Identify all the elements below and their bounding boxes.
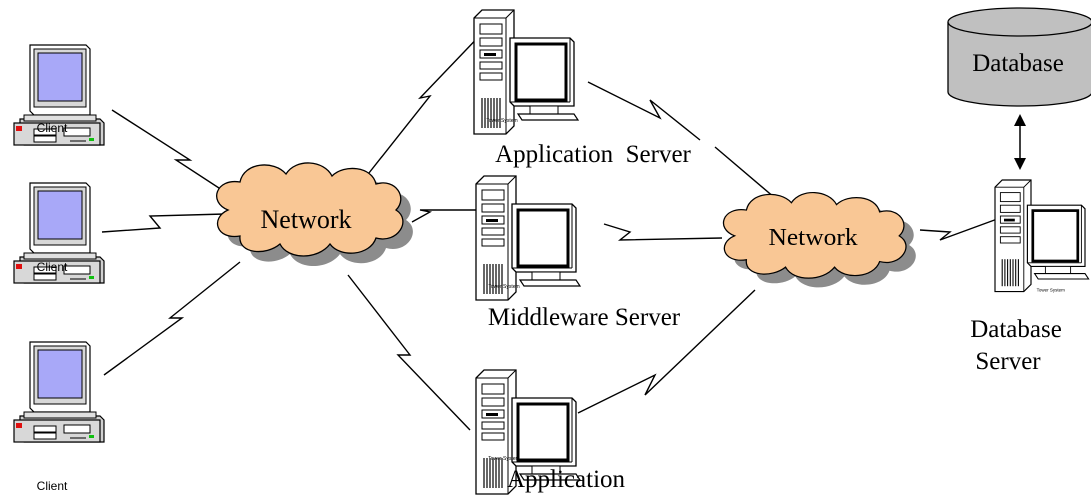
link-network1-middleware [411, 209, 487, 223]
application-server-label: Application Server [495, 141, 691, 168]
network-1-label: Network [261, 205, 352, 234]
client-3 [13, 341, 105, 443]
link-network2-dbserver [919, 217, 1001, 241]
client-3-label: Client [37, 479, 68, 493]
link-network1-app2 [347, 274, 471, 431]
database-server: Tower System [993, 178, 1090, 293]
network-2-label: Network [768, 225, 858, 251]
link-network1-appserver [364, 27, 488, 179]
tower-caption: Tower System [486, 118, 517, 124]
application-bottom-server: Tower System [474, 368, 582, 496]
link-client3-network1 [103, 261, 241, 376]
client-1-label: Client [37, 121, 68, 135]
middleware-server: Tower System [474, 174, 582, 302]
link-client2-network1 [101, 213, 226, 233]
client-computer-icon [13, 341, 105, 443]
link-client1-network1 [111, 109, 246, 206]
connection-lines [101, 27, 1001, 431]
link-appserver-network2 [587, 81, 701, 141]
middleware-server-label: Middleware Server [488, 304, 681, 331]
database-link-arrow [1014, 114, 1026, 170]
application-server: Tower System [472, 8, 580, 136]
tower-system-icon [472, 8, 580, 136]
link-middleware-network2 [603, 223, 723, 241]
database-label: Database [972, 50, 1064, 77]
client-2-label: Client [37, 260, 68, 274]
database-icon [947, 22, 1091, 107]
tower-system-icon [993, 178, 1090, 293]
application-bottom-label: Application [507, 466, 626, 493]
network-cloud-1: Network [216, 162, 413, 266]
database-server-label-line2: Server [975, 348, 1041, 375]
tower-system-icon [474, 174, 582, 302]
database-cylinder: Database [947, 7, 1091, 107]
tower-caption: Tower System [488, 284, 519, 290]
tower-caption: Tower System [488, 456, 519, 462]
link-appserver-label-network2 [714, 146, 776, 199]
tower-caption: Tower System [1037, 288, 1066, 293]
link-app2-network2 [577, 289, 756, 414]
network-cloud-2: Network [722, 191, 916, 288]
database-server-label-line1: Database [970, 316, 1062, 343]
